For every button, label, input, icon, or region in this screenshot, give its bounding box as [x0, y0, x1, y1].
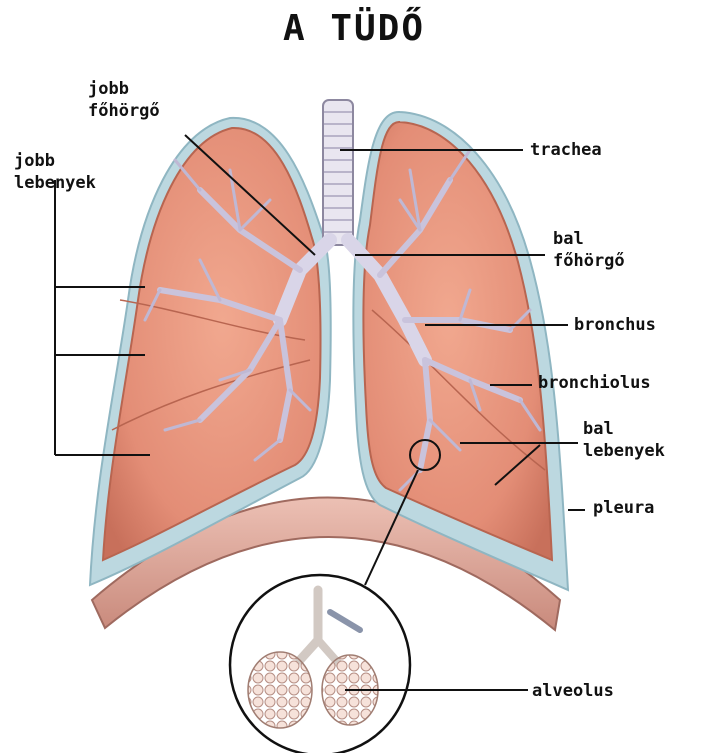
trachea [323, 100, 353, 245]
label-bronchiolus: bronchiolus [538, 372, 651, 394]
label-bronchus: bronchus [574, 314, 656, 336]
label-jobb-lebenyek: jobblebenyek [14, 150, 96, 194]
label-bal-lebenyek: ballebenyek [583, 418, 665, 462]
label-pleura: pleura [593, 497, 654, 519]
label-bal-fohorgo: balfőhörgő [553, 228, 625, 272]
label-alveolus: alveolus [532, 680, 614, 702]
label-trachea: trachea [530, 139, 602, 161]
label-jobb-fohorgo: jobbfőhörgő [88, 78, 160, 122]
